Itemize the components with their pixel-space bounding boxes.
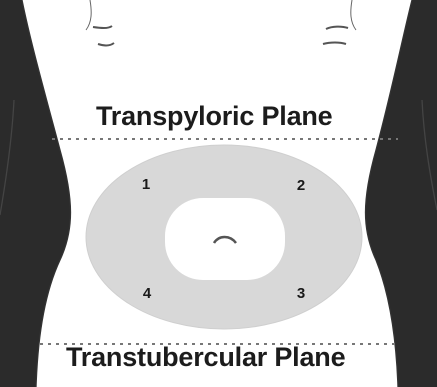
right-arm-outline (422, 100, 437, 210)
region-number-2: 2 (291, 177, 311, 194)
region-number-3: 3 (291, 285, 311, 302)
transtubercular-plane-label: Transtubercular Plane (66, 342, 345, 373)
region-number-1: 1 (136, 176, 156, 193)
transpyloric-plane-label: Transpyloric Plane (96, 101, 333, 132)
region-number-4: 4 (137, 285, 157, 302)
left-arm-outline (0, 100, 14, 215)
umbilicus-window (165, 198, 285, 280)
